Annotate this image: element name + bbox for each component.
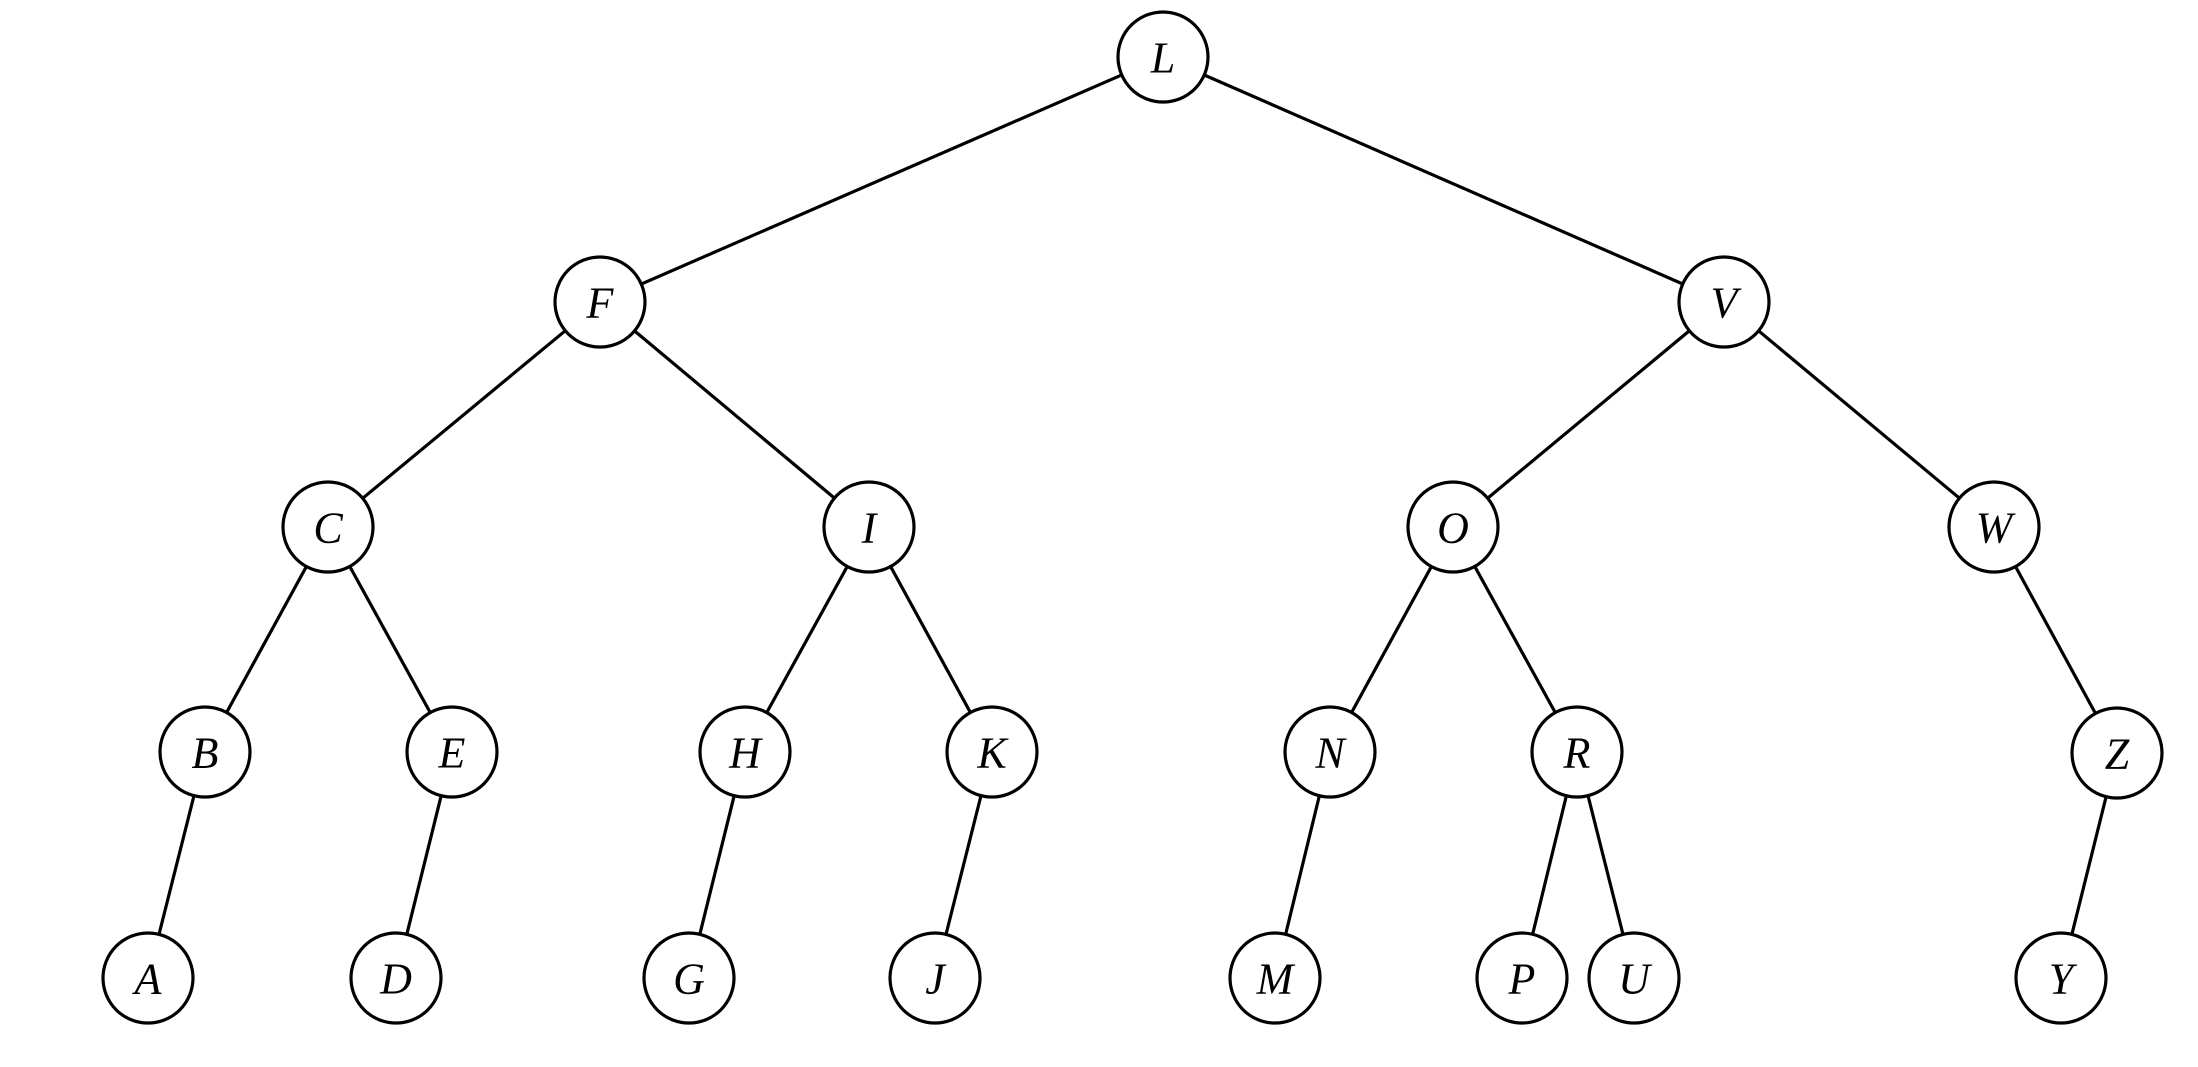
node-circle-e[interactable] — [405, 705, 499, 799]
tree-node-p[interactable]: P — [1475, 931, 1569, 1025]
node-label-h: H — [728, 729, 763, 778]
node-circle-d[interactable] — [349, 931, 443, 1025]
tree-edge-f-c — [361, 329, 567, 500]
tree-node-i[interactable]: I — [822, 480, 916, 574]
tree-node-h[interactable]: H — [698, 705, 792, 799]
node-label-e: E — [438, 729, 466, 778]
tree-edge-c-e — [348, 564, 432, 715]
node-circle-i[interactable] — [822, 480, 916, 574]
tree-edge-f-i — [632, 329, 837, 500]
node-label-m: M — [1256, 955, 1296, 1004]
tree-edge-v-w — [1756, 329, 1962, 500]
tree-edge-k-j — [944, 794, 983, 936]
node-label-r: R — [1563, 729, 1591, 778]
tree-edge-i-h — [765, 564, 849, 715]
node-circle-p[interactable] — [1475, 931, 1569, 1025]
node-label-k: K — [976, 729, 1009, 778]
node-circle-k[interactable] — [945, 705, 1039, 799]
tree-node-m[interactable]: M — [1228, 931, 1322, 1025]
tree-node-v[interactable]: V — [1677, 255, 1771, 349]
tree-node-e[interactable]: E — [405, 705, 499, 799]
tree-node-d[interactable]: D — [349, 931, 443, 1025]
tree-node-w[interactable]: W — [1947, 480, 2041, 574]
node-circle-f[interactable] — [553, 255, 647, 349]
node-label-p: P — [1508, 955, 1536, 1004]
node-circle-j[interactable] — [888, 931, 982, 1025]
node-circle-b[interactable] — [158, 705, 252, 799]
tree-edge-b-a — [157, 794, 196, 936]
tree-edge-l-f — [639, 73, 1124, 286]
node-label-z: Z — [2105, 730, 2130, 779]
node-label-i: I — [861, 504, 879, 553]
tree-edge-r-u — [1586, 794, 1625, 936]
tree-node-k[interactable]: K — [945, 705, 1039, 799]
node-circle-m[interactable] — [1228, 931, 1322, 1025]
node-label-l: L — [1150, 34, 1175, 83]
tree-edge-v-o — [1486, 329, 1691, 500]
node-label-b: B — [192, 729, 219, 778]
node-circle-c[interactable] — [281, 480, 375, 574]
tree-node-l[interactable]: L — [1116, 10, 1210, 104]
tree-node-a[interactable]: A — [101, 931, 195, 1025]
tree-node-b[interactable]: B — [158, 705, 252, 799]
tree-node-r[interactable]: R — [1530, 705, 1624, 799]
node-label-o: O — [1437, 504, 1469, 553]
tree-node-j[interactable]: J — [888, 931, 982, 1025]
tree-node-y[interactable]: Y — [2014, 931, 2108, 1025]
node-circle-l[interactable] — [1116, 10, 1210, 104]
tree-edge-h-g — [698, 794, 736, 936]
node-circle-z[interactable] — [2070, 706, 2164, 800]
node-circle-h[interactable] — [698, 705, 792, 799]
tree-node-o[interactable]: O — [1406, 480, 1500, 574]
node-label-c: C — [313, 504, 343, 553]
nodes-layer: L F V C I O W B E H K N R Z A D G J M P U Y — [101, 10, 2164, 1025]
tree-node-n[interactable]: N — [1283, 705, 1377, 799]
node-circle-u[interactable] — [1587, 931, 1681, 1025]
node-label-n: N — [1314, 729, 1347, 778]
tree-node-u[interactable]: U — [1587, 931, 1681, 1025]
tree-node-c[interactable]: C — [281, 480, 375, 574]
node-label-j: J — [925, 955, 947, 1004]
node-circle-y[interactable] — [2014, 931, 2108, 1025]
node-label-a: A — [132, 955, 163, 1004]
node-circle-g[interactable] — [642, 931, 736, 1025]
node-label-w: W — [1976, 504, 2016, 553]
node-label-g: G — [673, 955, 705, 1004]
node-circle-a[interactable] — [101, 931, 195, 1025]
tree-edge-e-d — [405, 794, 443, 936]
tree-node-z[interactable]: Z — [2070, 706, 2164, 800]
tree-edge-o-n — [1349, 564, 1434, 715]
node-label-f: F — [586, 279, 615, 328]
node-label-u: U — [1618, 955, 1653, 1004]
node-circle-r[interactable] — [1530, 705, 1624, 799]
node-label-d: D — [379, 955, 412, 1004]
node-label-y: Y — [2049, 955, 2078, 1004]
tree-edge-l-v — [1202, 73, 1685, 286]
tree-node-g[interactable]: G — [642, 931, 736, 1025]
tree-edge-o-r — [1473, 564, 1557, 715]
edges-layer — [157, 73, 2108, 936]
node-circle-n[interactable] — [1283, 705, 1377, 799]
node-circle-o[interactable] — [1406, 480, 1500, 574]
tree-edge-i-k — [888, 564, 973, 715]
tree-node-f[interactable]: F — [553, 255, 647, 349]
tree-edge-z-y — [2070, 795, 2108, 936]
node-label-v: V — [1711, 279, 1743, 328]
node-circle-v[interactable] — [1677, 255, 1771, 349]
tree-edge-n-m — [1284, 794, 1321, 936]
tree-edge-r-p — [1531, 794, 1568, 936]
tree-edge-w-z — [2013, 564, 2098, 716]
tree-edge-c-b — [224, 564, 309, 715]
node-circle-w[interactable] — [1947, 480, 2041, 574]
